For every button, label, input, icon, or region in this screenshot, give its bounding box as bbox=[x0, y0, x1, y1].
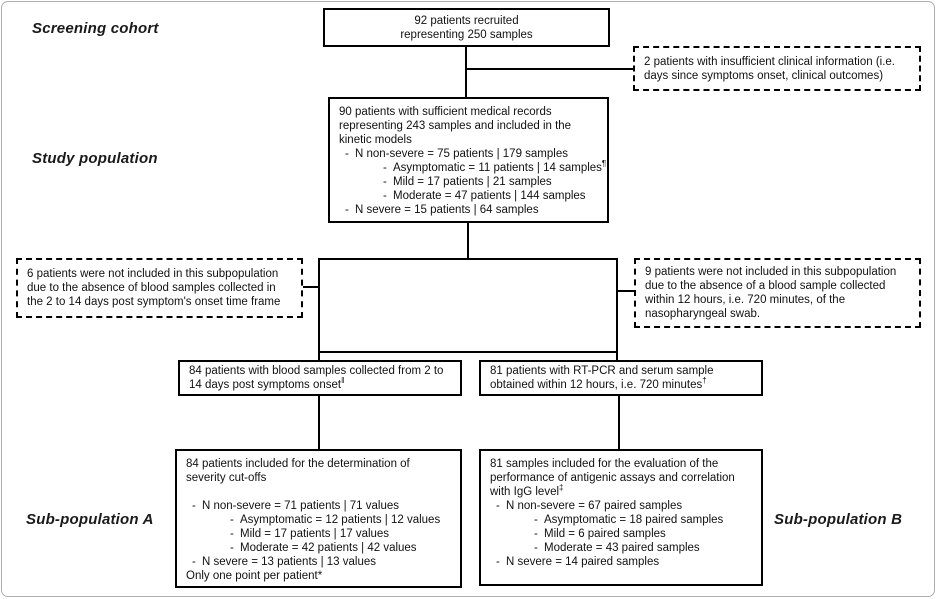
study-intro: 90 patients with sufficient medical reco… bbox=[339, 106, 572, 146]
list-item: -N severe = 14 paired samples bbox=[490, 555, 752, 569]
connector-screening-to-study bbox=[465, 47, 467, 97]
list-bullet: - bbox=[192, 556, 196, 568]
list-text: N severe = 13 patients | 13 values bbox=[202, 556, 376, 568]
list-item: -Mild = 17 patients | 21 samples bbox=[339, 175, 598, 189]
connector-hub-to-box84 bbox=[318, 351, 320, 361]
list-bullet: - bbox=[192, 500, 196, 512]
list-item: -Asymptomatic = 11 patients | 14 samples… bbox=[339, 160, 606, 175]
list-bullet: - bbox=[230, 528, 234, 540]
list-item: -Mild = 17 patients | 17 values bbox=[186, 527, 451, 541]
list-bullet: - bbox=[534, 528, 538, 540]
exclusion-insufficient-info-box: 2 patients with insufficient clinical in… bbox=[633, 46, 921, 91]
list-item: -N severe = 13 patients | 13 values bbox=[186, 555, 451, 569]
exclusion-no-blood-2-14-box: 6 patients were not included in this sub… bbox=[16, 258, 303, 318]
list-text: Asymptomatic = 18 paired samples bbox=[544, 514, 724, 526]
list-bullet: - bbox=[534, 514, 538, 526]
screening-line1: 92 patients recruited bbox=[414, 14, 519, 27]
list-text: Moderate = 43 paired samples bbox=[544, 542, 700, 554]
exclusion-insufficient-info-text: 2 patients with insufficient clinical in… bbox=[644, 55, 895, 82]
connector-hub-rect bbox=[318, 258, 618, 353]
list-bullet: - bbox=[496, 556, 500, 568]
list-bullet: - bbox=[383, 176, 387, 188]
connector-box84-to-suba bbox=[318, 394, 320, 450]
list-text: N non-severe = 67 paired samples bbox=[506, 500, 683, 512]
suba-intro: 84 patients included for the determinati… bbox=[186, 458, 410, 484]
connector-to-exclusion-top bbox=[465, 68, 633, 70]
list-text: Moderate = 42 patients | 42 values bbox=[240, 542, 417, 554]
exclusion-left-text: 6 patients were not included in this sub… bbox=[27, 268, 281, 308]
connector-box81-to-subb bbox=[618, 394, 620, 450]
list-text: N severe = 15 patients | 64 samples bbox=[355, 204, 539, 216]
list-bullet: - bbox=[230, 542, 234, 554]
list-text: Asymptomatic = 12 patients | 12 values bbox=[240, 514, 441, 526]
screening-cohort-box: 92 patients recruited representing 250 s… bbox=[323, 8, 610, 47]
list-item: -Moderate = 47 patients | 144 samples bbox=[339, 189, 598, 203]
footnote-symbol: ¶ bbox=[601, 159, 607, 169]
connector-study-to-hub bbox=[467, 222, 469, 258]
suba-items: -N non-severe = 71 patients | 71 values … bbox=[186, 499, 451, 569]
subb-intro-text: 81 samples included for the evaluation o… bbox=[490, 458, 735, 498]
list-item: -Asymptomatic = 18 paired samples bbox=[490, 513, 752, 527]
box84-text: 84 patients with blood samples collected… bbox=[189, 365, 444, 391]
list-text: Asymptomatic = 11 patients | 14 samples bbox=[393, 162, 602, 174]
subpopulation-b-header-box: 81 patients with RT-PCR and serum sample… bbox=[479, 360, 763, 396]
study-items: -N non-severe = 75 patients | 179 sample… bbox=[339, 147, 606, 217]
exclusion-no-sample-12h-box: 9 patients were not included in this sub… bbox=[634, 258, 921, 328]
subpopulation-a-detail-box: 84 patients included for the determinati… bbox=[175, 449, 462, 588]
label-sub-population-b: Sub-population B bbox=[774, 511, 903, 528]
label-sub-population-a: Sub-population A bbox=[26, 511, 154, 528]
list-item: -N severe = 15 patients | 64 samples bbox=[339, 203, 598, 217]
connector-to-exclusion-right bbox=[616, 290, 636, 292]
list-bullet: - bbox=[345, 148, 349, 160]
list-item: -N non-severe = 71 patients | 71 values bbox=[186, 499, 451, 513]
list-item: -Moderate = 42 patients | 42 values bbox=[186, 541, 451, 555]
list-item: -N non-severe = 67 paired samples bbox=[490, 499, 752, 513]
footnote-symbol: ‖ bbox=[341, 376, 345, 386]
box81-text: 81 patients with RT-PCR and serum sample… bbox=[490, 365, 714, 391]
list-text: N non-severe = 75 patients | 179 samples bbox=[355, 148, 568, 160]
screening-line2: representing 250 samples bbox=[400, 28, 533, 41]
list-bullet: - bbox=[345, 204, 349, 216]
list-text: Moderate = 47 patients | 144 samples bbox=[393, 190, 586, 202]
suba-footnote: Only one point per patient* bbox=[186, 570, 323, 582]
study-population-box: 90 patients with sufficient medical reco… bbox=[328, 97, 609, 223]
list-text: N non-severe = 71 patients | 71 values bbox=[202, 500, 400, 512]
footnote-symbol: † bbox=[702, 376, 707, 386]
connector-to-exclusion-left bbox=[302, 286, 320, 288]
list-item: -Asymptomatic = 12 patients | 12 values bbox=[186, 513, 451, 527]
list-bullet: - bbox=[496, 500, 500, 512]
list-text: N severe = 14 paired samples bbox=[506, 556, 660, 568]
list-bullet: - bbox=[383, 162, 387, 174]
list-text: Mild = 17 patients | 21 samples bbox=[393, 176, 552, 188]
label-study-population: Study population bbox=[32, 150, 158, 167]
footnote-symbol: ‡ bbox=[559, 483, 564, 493]
label-screening-cohort: Screening cohort bbox=[32, 20, 159, 37]
subpopulation-a-header-box: 84 patients with blood samples collected… bbox=[178, 360, 462, 396]
list-bullet: - bbox=[534, 542, 538, 554]
exclusion-right-text: 9 patients were not included in this sub… bbox=[645, 266, 897, 320]
subb-intro: 81 samples included for the evaluation o… bbox=[490, 457, 752, 499]
list-bullet: - bbox=[230, 514, 234, 526]
subb-items: -N non-severe = 67 paired samples -Asymp… bbox=[490, 499, 752, 569]
connector-hub-to-box81 bbox=[616, 351, 618, 361]
list-bullet: - bbox=[383, 190, 387, 202]
list-text: Mild = 17 patients | 17 values bbox=[240, 528, 390, 540]
subpopulation-b-detail-box: 81 samples included for the evaluation o… bbox=[479, 449, 763, 586]
list-item: -Moderate = 43 paired samples bbox=[490, 541, 752, 555]
list-item: -N non-severe = 75 patients | 179 sample… bbox=[339, 147, 598, 161]
list-text: Mild = 6 paired samples bbox=[544, 528, 666, 540]
list-item: -Mild = 6 paired samples bbox=[490, 527, 752, 541]
